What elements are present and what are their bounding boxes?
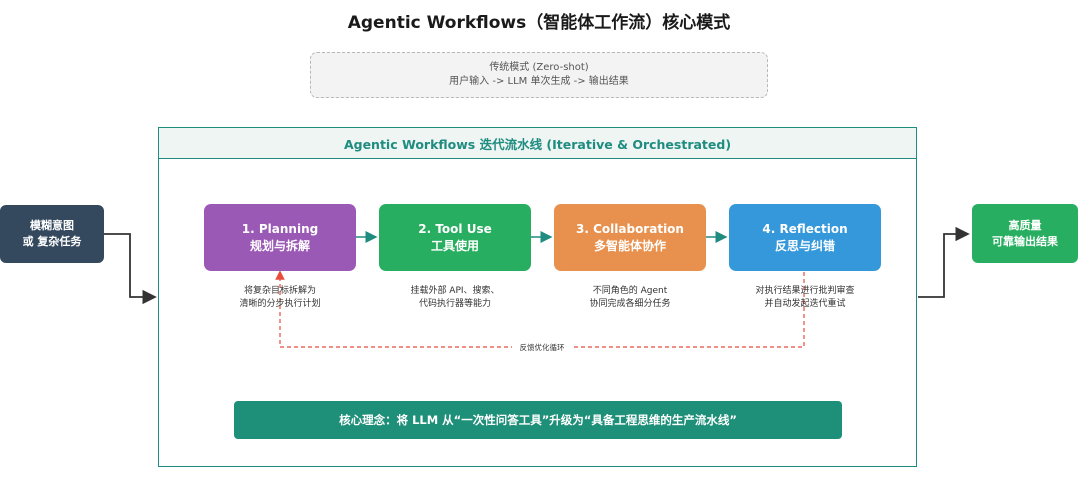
step-reflection-title: 4. Reflection xyxy=(762,221,848,236)
desc-line: 将复杂目标拆解为 xyxy=(243,286,316,296)
traditional-mode-title: 传统模式 (Zero-shot) xyxy=(489,62,589,73)
desc-line: 协同完成各细分任务 xyxy=(589,299,671,309)
output-line1: 高质量 xyxy=(1008,218,1042,232)
step-collaboration-description: 不同角色的 Agent 协同完成各细分任务 xyxy=(554,285,706,311)
step-collaboration: 3. Collaboration 多智能体协作 xyxy=(554,204,706,271)
input-box: 模糊意图 或 复杂任务 xyxy=(0,205,104,263)
output-box: 高质量 可靠输出结果 xyxy=(972,204,1078,263)
step-planning-description: 将复杂目标拆解为 清晰的分步执行计划 xyxy=(204,285,356,311)
desc-line: 代码执行器等能力 xyxy=(418,299,491,309)
core-idea-banner: 核心理念：将 LLM 从“一次性问答工具”升级为“具备工程思维的生产流水线” xyxy=(234,401,842,439)
step-planning-subtitle: 规划与拆解 xyxy=(249,238,310,253)
input-line1: 模糊意图 xyxy=(30,219,74,232)
step-reflection-subtitle: 反思与纠错 xyxy=(774,238,835,253)
desc-line: 挂载外部 API、搜索、 xyxy=(410,286,500,296)
step-reflection-description: 对执行结果进行批判审查 并自动发起迭代重试 xyxy=(729,285,881,311)
step-tool-use-title: 2. Tool Use xyxy=(418,221,492,236)
workflow-pipeline-header: Agentic Workflows 迭代流水线 (Iterative & Orc… xyxy=(159,128,916,159)
step-reflection: 4. Reflection 反思与纠错 xyxy=(729,204,881,271)
step-tool-use-subtitle: 工具使用 xyxy=(430,238,479,253)
input-connector xyxy=(104,233,157,305)
page-title: Agentic Workflows（智能体工作流）核心模式 xyxy=(347,13,731,33)
desc-line: 对执行结果进行批判审查 xyxy=(755,286,855,296)
step-tool-use: 2. Tool Use 工具使用 xyxy=(379,204,531,271)
step-planning-title: 1. Planning xyxy=(241,221,319,236)
output-connector xyxy=(918,226,970,298)
feedback-loop-line xyxy=(275,270,805,348)
desc-line: 并自动发起迭代重试 xyxy=(764,299,846,309)
feedback-loop-label: 反馈优化循环 xyxy=(512,342,572,353)
desc-line: 不同角色的 Agent xyxy=(592,286,668,296)
desc-line: 清晰的分步执行计划 xyxy=(239,299,321,309)
step-planning: 1. Planning 规划与拆解 xyxy=(204,204,356,271)
traditional-mode-box: 传统模式 (Zero-shot) 用户输入 -> LLM 单次生成 -> 输出结… xyxy=(310,52,768,98)
output-line2: 可靠输出结果 xyxy=(992,234,1058,248)
traditional-mode-flow: 用户输入 -> LLM 单次生成 -> 输出结果 xyxy=(449,76,629,87)
input-line2: 或 复杂任务 xyxy=(22,235,82,248)
step-tool-use-description: 挂载外部 API、搜索、 代码执行器等能力 xyxy=(379,285,531,311)
step-collaboration-subtitle: 多智能体协作 xyxy=(593,238,666,253)
step-collaboration-title: 3. Collaboration xyxy=(576,221,684,236)
